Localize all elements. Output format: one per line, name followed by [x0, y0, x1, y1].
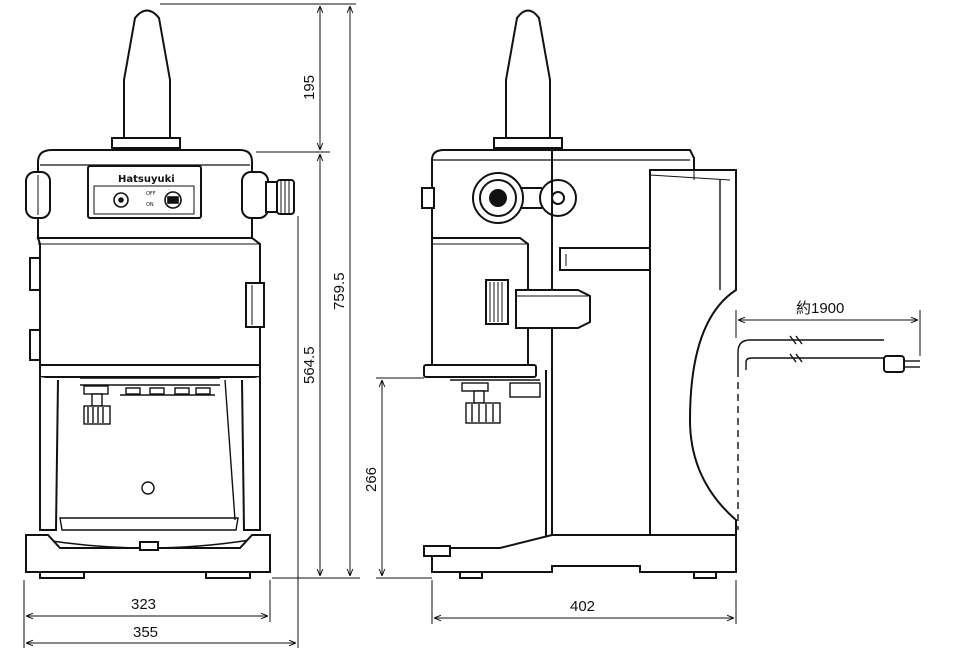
dim-depth: 402 [570, 598, 595, 615]
front-main-body [36, 237, 261, 370]
front-base [25, 534, 271, 573]
side-blade-mechanism [450, 379, 541, 424]
side-view [421, 9, 920, 579]
dim-cord-length: 約1900 [796, 300, 844, 317]
dim-overall-width: 355 [133, 624, 158, 641]
dim-base-width: 323 [131, 596, 156, 613]
power-cord [737, 339, 884, 370]
switch-mark-on: ON [146, 202, 154, 208]
switch-mark-off: OFF [146, 191, 156, 197]
dimension-lines [23, 3, 921, 648]
dim-stand-height: 266 [363, 467, 380, 492]
front-ice-tray [59, 517, 239, 531]
dim-body-height: 564.5 [301, 346, 318, 384]
front-spout [123, 9, 171, 141]
brand-label: Hatsuyuki [118, 174, 175, 185]
front-view [25, 9, 295, 579]
side-spout [505, 9, 551, 141]
front-blade-mechanism [80, 377, 220, 425]
front-control-knobs [113, 191, 182, 209]
side-base [431, 534, 737, 573]
dim-total-height: 759.5 [331, 272, 348, 310]
dim-spout-height: 195 [301, 75, 318, 100]
front-right-knob [241, 171, 269, 219]
side-rear-column [649, 169, 737, 541]
side-vent-grill [485, 279, 509, 325]
